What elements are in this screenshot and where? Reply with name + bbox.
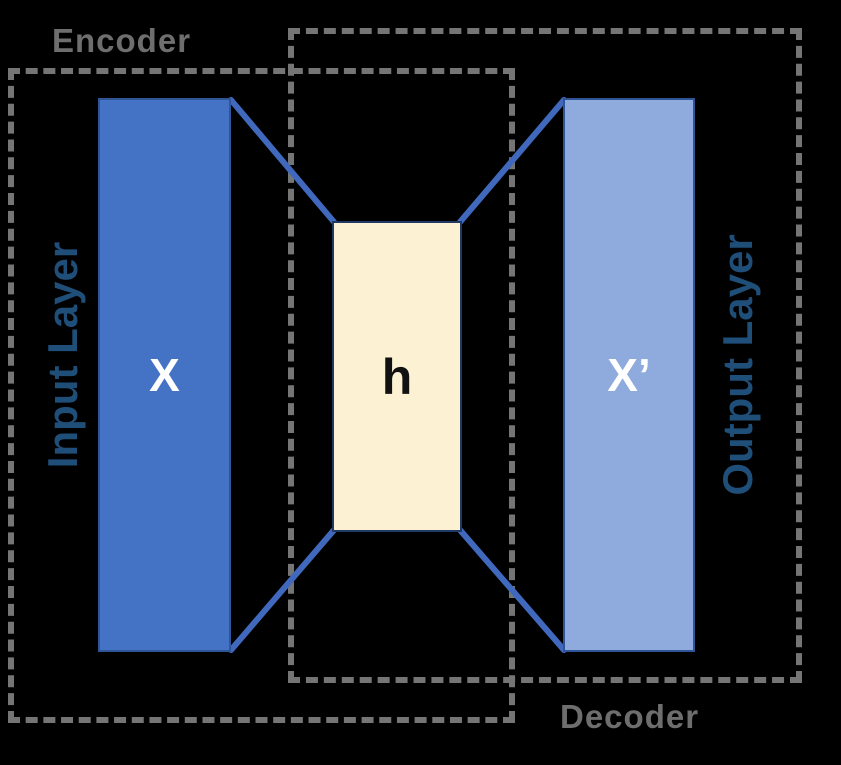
- output-layer-side-label: Output Layer: [714, 234, 761, 496]
- hidden-layer-label: h: [381, 348, 413, 405]
- hidden-layer-rect: h: [332, 221, 462, 532]
- output-layer-label: X’: [607, 349, 651, 401]
- input-layer-side-label: Input Layer: [39, 241, 86, 469]
- decoder-dashed-box: [288, 28, 802, 683]
- encoder-title: Encoder: [52, 22, 192, 59]
- output-layer-rect: X’: [563, 98, 695, 652]
- decoder-title: Decoder: [560, 698, 700, 735]
- encoder-dashed-box: [8, 68, 515, 723]
- input-layer-label: X: [149, 349, 180, 401]
- input-layer-rect: X: [98, 98, 231, 652]
